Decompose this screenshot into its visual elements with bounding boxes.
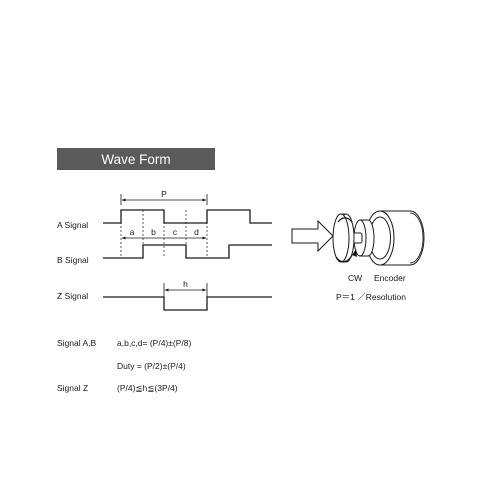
header-bar (57, 148, 215, 170)
rotation-arrow-icon (291, 219, 334, 253)
z-signal-wave (103, 296, 272, 311)
d-label: d (194, 227, 199, 237)
a-signal-wave (103, 209, 272, 224)
b-signal-label: B Signal (57, 255, 89, 265)
a-label: a (130, 227, 135, 237)
signal-z-label: Signal Z (57, 383, 88, 393)
z-signal-label: Z Signal (57, 291, 88, 301)
encoder-icon (332, 210, 425, 266)
c-label: c (173, 227, 178, 237)
a-signal-label: A Signal (57, 220, 88, 230)
cw-label: CW (348, 273, 362, 283)
b-signal-wave (103, 244, 272, 259)
h-label: h (183, 279, 188, 289)
encoder-label: Encoder (374, 273, 406, 283)
signal-ab-formula-2: Duty = (P/2)±(P/4) (117, 361, 186, 371)
resolution-label: P＝1 ／Resolution (336, 292, 406, 302)
signal-z-formula: (P/4)≦h≦(3P/4) (117, 383, 178, 393)
b-label: b (151, 227, 156, 237)
signal-ab-label: Signal A,B (57, 338, 97, 348)
p-label: P (161, 189, 167, 199)
signal-ab-formula-1: a,b,c,d= (P/4)±(P/8) (117, 338, 192, 348)
header-title: Wave Form (101, 152, 170, 167)
